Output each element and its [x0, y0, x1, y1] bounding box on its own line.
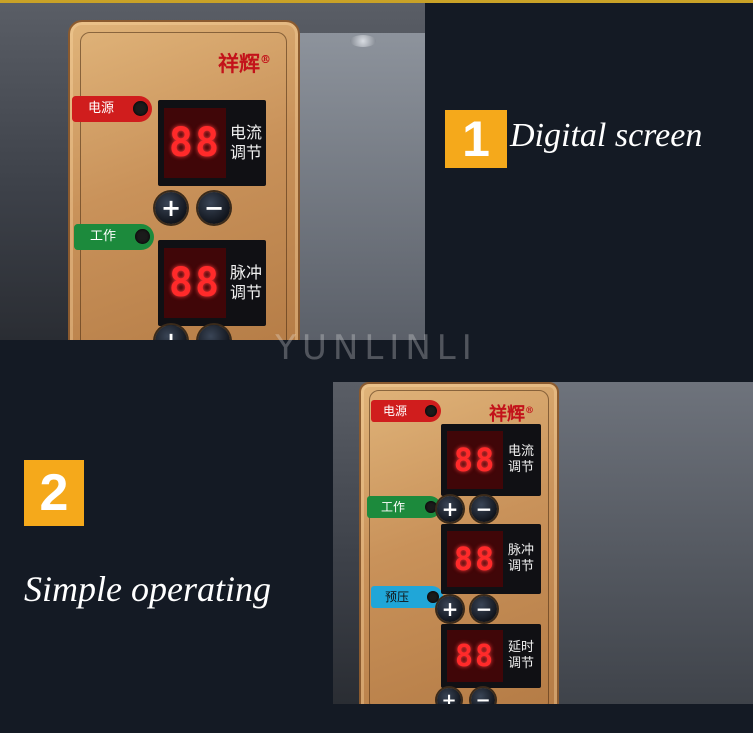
- feature-caption: Digital screen: [510, 117, 703, 154]
- work-led-icon: [425, 501, 437, 513]
- machine-housing: [548, 382, 753, 704]
- screw: [350, 35, 376, 47]
- power-indicator: 电源: [72, 96, 152, 122]
- delay-display: 88 延时调节: [441, 624, 541, 688]
- current-minus-button[interactable]: −: [471, 496, 497, 522]
- led-digits: 88: [164, 108, 226, 178]
- display-label: 脉冲调节: [229, 263, 262, 302]
- feature-number-badge: 2: [24, 460, 84, 526]
- feature-caption: Simple operating: [24, 569, 271, 609]
- panel-border: [369, 390, 549, 704]
- power-led-icon: [133, 101, 148, 116]
- current-minus-button[interactable]: −: [198, 192, 230, 224]
- delay-plus-button[interactable]: +: [437, 688, 461, 704]
- pulse-plus-button[interactable]: +: [437, 596, 463, 622]
- top-accent-line: [0, 0, 753, 3]
- preload-led-icon: [427, 591, 439, 603]
- brand-logo: 祥辉®: [218, 51, 271, 76]
- power-indicator: 电源: [371, 400, 441, 422]
- preload-indicator: 预压: [371, 586, 443, 608]
- control-panel: 祥辉® 电源 工作 预压 88 电流调节 + − 88 脉冲调节 + − 88: [359, 382, 559, 704]
- machine-housing: [290, 33, 425, 340]
- watermark: YUNLINLI: [275, 328, 478, 368]
- display-label: 脉冲调节: [507, 542, 534, 574]
- product-photo-simple-operating: 祥辉® 电源 工作 预压 88 电流调节 + − 88 脉冲调节 + − 88: [333, 382, 753, 704]
- pulse-display: 88 脉冲调节: [158, 240, 266, 326]
- pulse-minus-button[interactable]: −: [198, 325, 230, 340]
- brand-logo: 祥辉®: [489, 404, 534, 425]
- work-indicator: 工作: [74, 224, 154, 250]
- current-plus-button[interactable]: +: [155, 192, 187, 224]
- display-label: 电流调节: [507, 443, 534, 475]
- led-digits: 88: [164, 248, 226, 318]
- current-plus-button[interactable]: +: [437, 496, 463, 522]
- pulse-minus-button[interactable]: −: [471, 596, 497, 622]
- feature-number-badge: 1: [445, 110, 507, 168]
- pulse-plus-button[interactable]: +: [155, 325, 187, 340]
- display-label: 电流调节: [229, 123, 262, 162]
- delay-minus-button[interactable]: −: [471, 688, 495, 704]
- current-display: 88 电流调节: [158, 100, 266, 186]
- led-digits: 88: [447, 531, 503, 587]
- work-led-icon: [135, 229, 150, 244]
- led-digits: 88: [447, 630, 503, 682]
- panel-border: [80, 32, 287, 340]
- current-display: 88 电流调节: [441, 424, 541, 496]
- led-digits: 88: [447, 431, 503, 489]
- work-indicator: 工作: [367, 496, 441, 518]
- power-led-icon: [425, 405, 437, 417]
- display-label: 延时调节: [507, 639, 534, 671]
- pulse-display: 88 脉冲调节: [441, 524, 541, 594]
